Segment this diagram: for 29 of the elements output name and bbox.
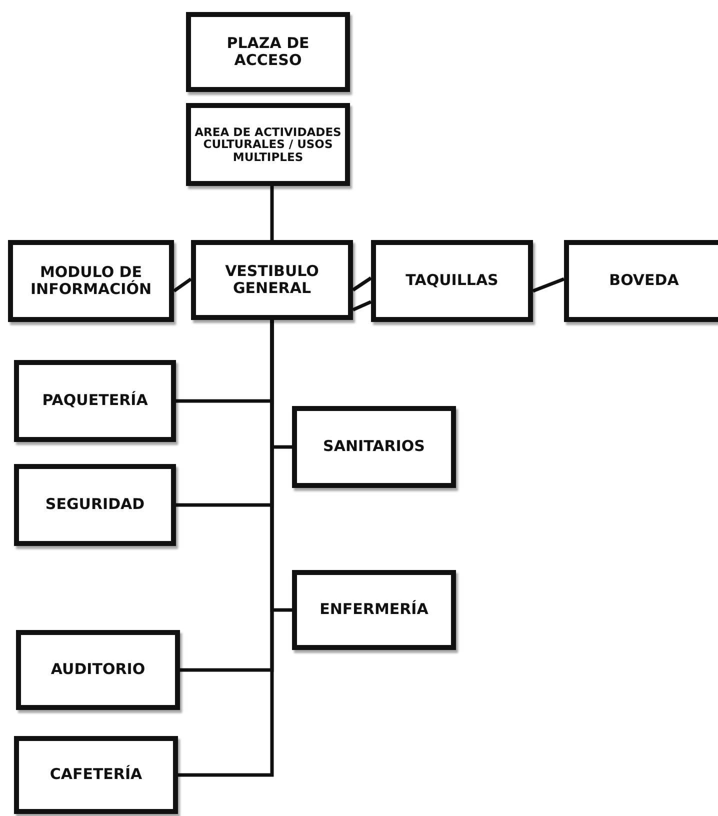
- box-label: PAQUETERÍA: [42, 392, 148, 410]
- process-box: [14, 360, 176, 442]
- box-label: AUDITORIO: [50, 661, 146, 679]
- box-label: VESTIBULO GENERAL: [224, 262, 320, 298]
- connector-line: [173, 278, 192, 292]
- connector-line: [532, 277, 565, 293]
- process-box: [292, 406, 456, 488]
- connector-line: [352, 300, 372, 312]
- process-box: [292, 570, 456, 650]
- box-label: AREA DE ACTIVIDADES CULTURALES / USOS MULTIPLES: [194, 126, 342, 164]
- process-box: [186, 12, 350, 92]
- process-box: [14, 736, 178, 814]
- connector-line: [270, 186, 274, 240]
- process-box: [564, 240, 718, 322]
- process-box: [14, 464, 176, 546]
- process-box: [16, 630, 180, 710]
- box-label: MODULO DE INFORMACIÓN: [29, 264, 153, 298]
- box-label: CAFETERÍA: [50, 766, 142, 784]
- process-box: [191, 240, 353, 320]
- box-label: TAQUILLAS: [406, 272, 498, 290]
- process-box: [186, 103, 350, 186]
- box-label: ENFERMERÍA: [320, 601, 428, 619]
- connector-line: [352, 276, 372, 292]
- process-box: [8, 240, 174, 322]
- box-label: PLAZA DE ACCESO: [226, 34, 310, 70]
- box-label: BOVEDA: [609, 272, 679, 290]
- box-label: SANITARIOS: [323, 438, 425, 456]
- box-label: SEGURIDAD: [45, 496, 145, 514]
- process-box: [371, 240, 533, 322]
